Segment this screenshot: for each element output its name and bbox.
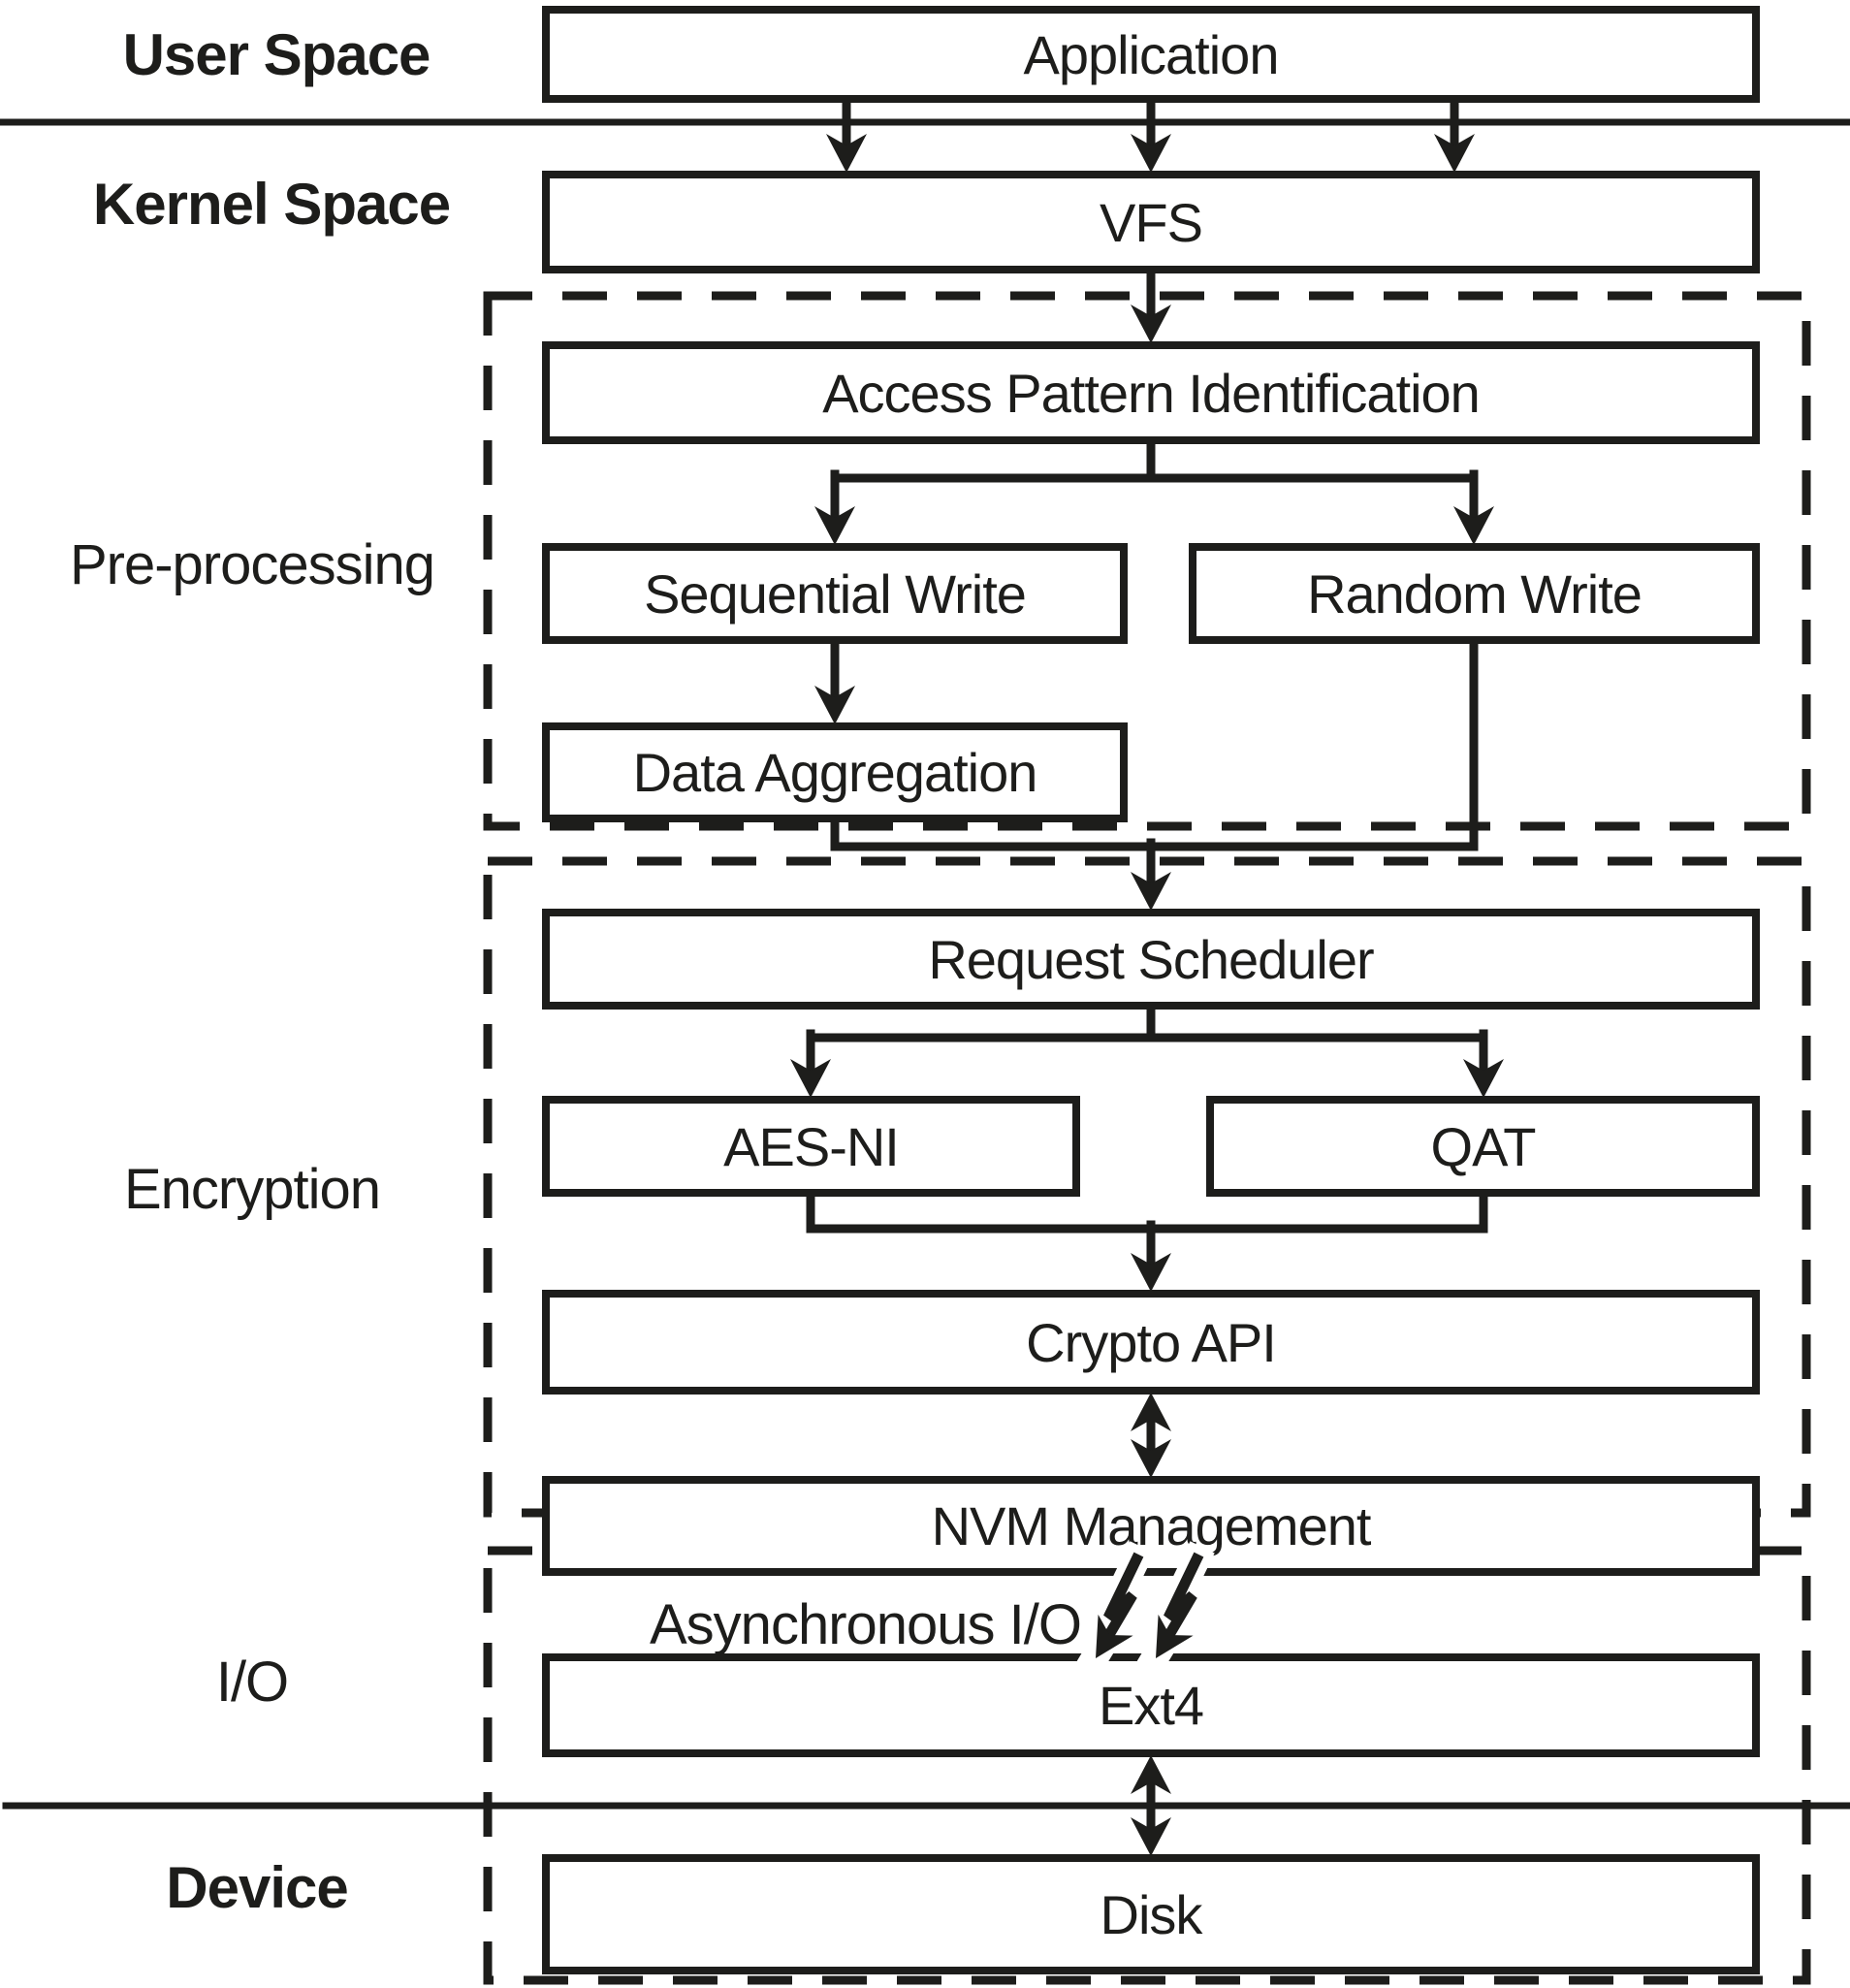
arrow-split-to-qat bbox=[1463, 1029, 1504, 1098]
node-request-scheduler: Request Scheduler bbox=[542, 909, 1760, 1010]
arrow-merge-to-crypto-api bbox=[1131, 1220, 1171, 1292]
dashed-box-io bbox=[483, 1546, 1811, 1985]
node-random-write: Random Write bbox=[1189, 543, 1760, 644]
zigzag-arrow-async-right bbox=[1136, 1541, 1215, 1676]
arrow-crypto-api-nvm-double bbox=[1131, 1393, 1171, 1478]
arrow-ext4-disk-double bbox=[1131, 1755, 1171, 1856]
node-qat: QAT bbox=[1206, 1096, 1760, 1197]
node-crypto-api: Crypto API bbox=[542, 1290, 1760, 1395]
async-io-label: Asynchronous I/O bbox=[650, 1593, 1082, 1656]
zone-label-device: Device bbox=[166, 1855, 348, 1920]
arrow-split-to-aes-ni bbox=[790, 1029, 831, 1098]
zone-label-pre-processing: Pre-processing bbox=[69, 533, 435, 596]
node-disk: Disk bbox=[542, 1854, 1760, 1974]
zigzag-arrow-async-left bbox=[1076, 1541, 1155, 1676]
node-data-aggregation: Data Aggregation bbox=[542, 722, 1128, 822]
arrow-split-to-sequential-write bbox=[814, 469, 855, 545]
arrow-application-to-vfs-right bbox=[1434, 96, 1475, 173]
zone-label-kernel-space: Kernel Space bbox=[92, 172, 451, 237]
node-aes-ni: AES-NI bbox=[542, 1096, 1080, 1197]
node-vfs: VFS bbox=[542, 171, 1760, 273]
zone-label-encryption: Encryption bbox=[123, 1158, 381, 1221]
arrow-application-to-vfs-mid bbox=[1131, 96, 1171, 173]
zone-label-user-space: User Space bbox=[122, 22, 431, 87]
arrow-split-to-random-write bbox=[1453, 469, 1494, 545]
node-access-pattern-identification: Access Pattern Identification bbox=[542, 341, 1760, 444]
arrow-merge-to-request-scheduler bbox=[1131, 838, 1171, 911]
arrow-vfs-to-access-pattern bbox=[1131, 267, 1171, 343]
node-application: Application bbox=[542, 6, 1760, 103]
zone-label-io: I/O bbox=[215, 1651, 289, 1714]
dashed-box-pre-processing bbox=[483, 291, 1811, 831]
arrow-application-to-vfs-left bbox=[826, 96, 867, 173]
node-sequential-write: Sequential Write bbox=[542, 543, 1128, 644]
arrow-sequential-to-aggregation bbox=[814, 637, 855, 724]
